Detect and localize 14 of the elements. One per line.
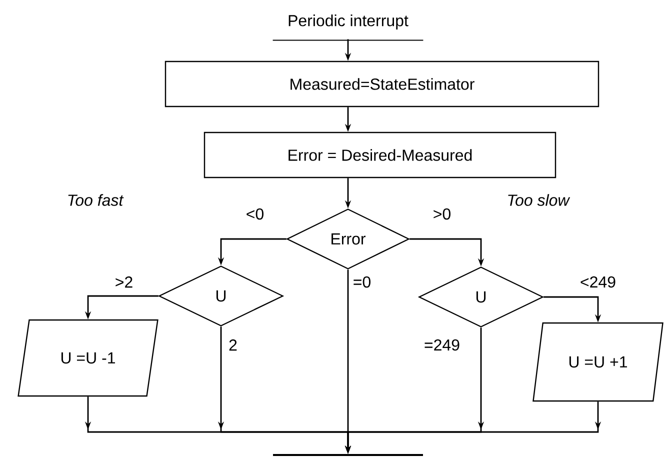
edge-label: <0 [244,207,266,221]
note: Too slow [508,194,570,206]
note: Too fast [68,194,124,206]
edge-label: >0 [432,207,452,221]
edge-label: =0 [352,275,372,289]
edge-label: <249 [578,275,618,289]
start-label: Periodic interrupt [272,14,424,41]
process-box: Error = Desired-Measured [204,132,556,178]
edge-label: >2 [114,275,134,289]
edge-label: 2 [228,338,238,352]
io-parallelogram: U =U -1 [18,319,158,397]
edge-label: =249 [422,338,462,352]
io-parallelogram: U =U +1 [532,322,664,402]
process-box: Measured=StateEstimator [164,60,600,108]
